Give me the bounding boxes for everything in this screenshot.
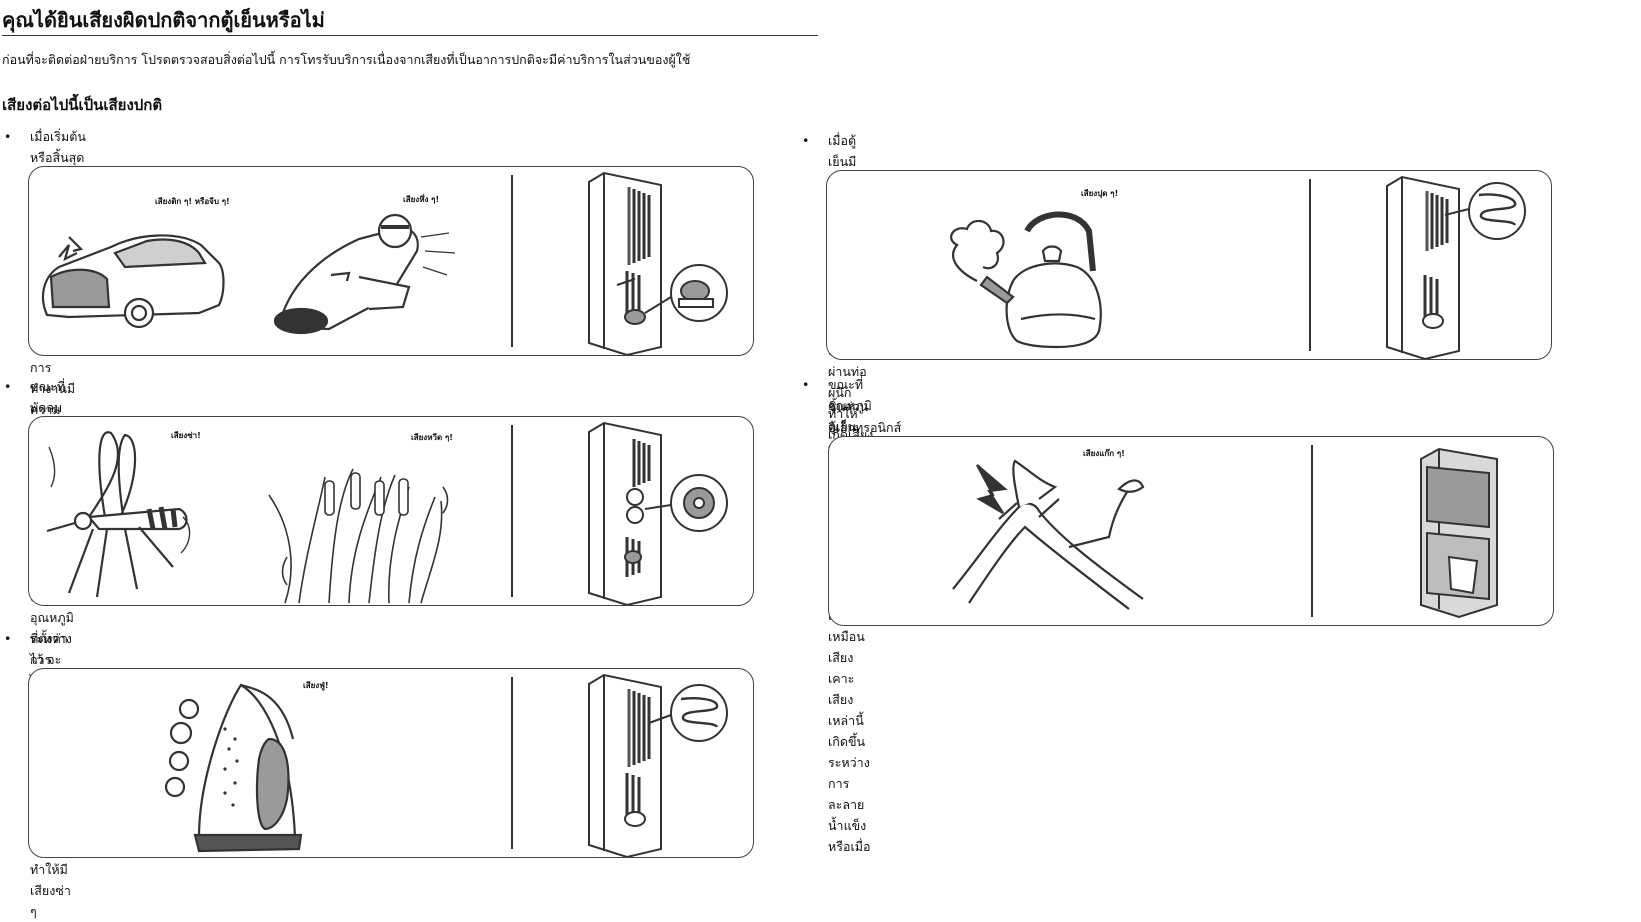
sound-label: เสียงหวีด ๆ!: [411, 433, 453, 442]
steam-iron-illustration: [164, 673, 728, 857]
sound-label: เสียงติก ๆ! หรือจีบ ๆ!: [155, 197, 230, 206]
sound-label: เสียงหึ่ง ๆ!: [403, 195, 440, 204]
title-underline: [2, 35, 818, 36]
panel-divider: [1311, 445, 1313, 617]
bullet-marker: •: [4, 631, 12, 646]
illustration-panel-fan: เสียงซ่า! เสียงหวีด ๆ!: [28, 416, 754, 606]
mosquito-and-reeds-illustration: [46, 421, 728, 605]
sound-label: เสียงปุด ๆ!: [1081, 189, 1119, 198]
bullet-marker: •: [802, 133, 810, 148]
page-title: คุณได้ยินเสียงผิดปกติจากตู้เย็นหรือไม่: [2, 8, 325, 32]
sound-label: เสียงฟู่!: [303, 681, 329, 690]
panel-divider: [511, 175, 513, 347]
bullet-marker: •: [4, 379, 12, 394]
panel-divider: [511, 677, 513, 849]
kettle-illustration: [950, 175, 1526, 359]
section-heading: เสียงต่อไปนี้เป็นเสียงปกติ: [2, 96, 163, 114]
illustration-panel-engine: เสียงติก ๆ! หรือจีบ ๆ! เสียงหึ่ง ๆ!: [28, 166, 754, 356]
car-and-motorcycle-illustration: [41, 171, 728, 355]
bullet-marker: •: [802, 377, 810, 392]
panel-divider: [511, 425, 513, 597]
illustration-panel-expansion: เสียงแก๊ก ๆ!: [828, 436, 1554, 626]
panel-divider: [1309, 179, 1311, 351]
illustration-panel-defrost: เสียงฟู่!: [28, 668, 754, 858]
sound-label: เสียงแก๊ก ๆ!: [1083, 449, 1125, 458]
sound-label: เสียงซ่า!: [171, 431, 201, 440]
intro-text: ก่อนที่จะติดต่อฝ่ายบริการ โปรดตรวจสอบสิ่…: [2, 52, 691, 67]
bullet-marker: •: [4, 129, 12, 144]
breaking-branch-illustration: [952, 447, 1498, 619]
illustration-panel-gas: เสียงปุด ๆ!: [826, 170, 1552, 360]
